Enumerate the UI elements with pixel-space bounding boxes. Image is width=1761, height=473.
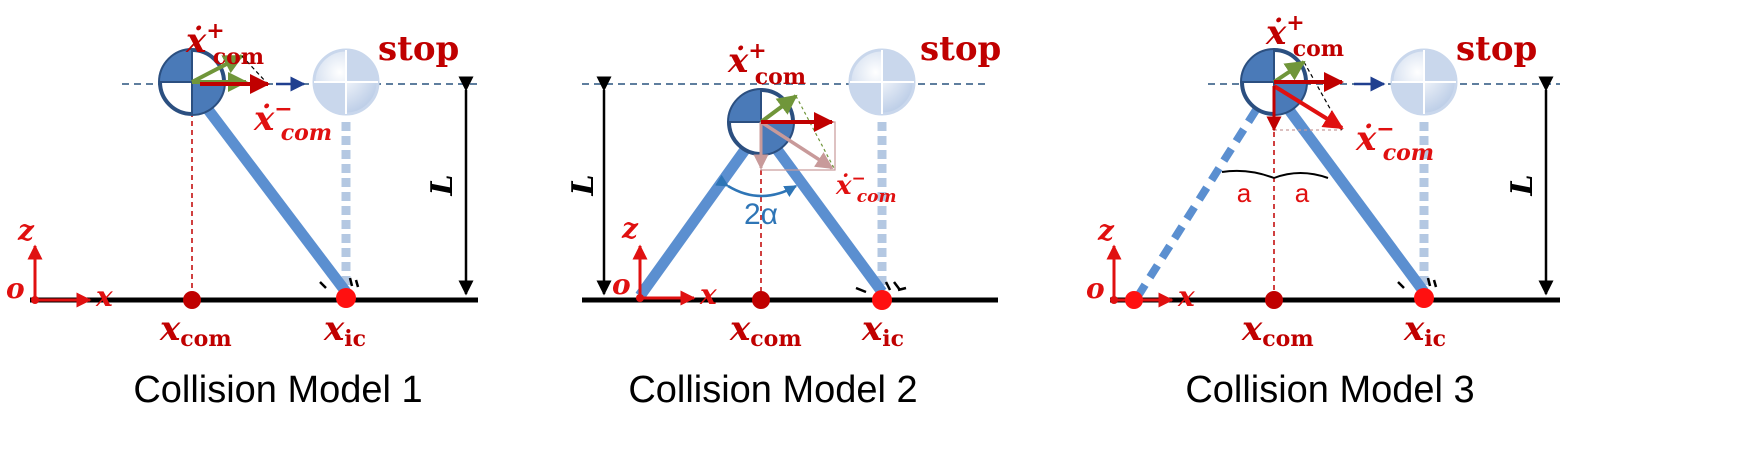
panel-caption: Collision Model 2	[628, 369, 917, 411]
ghost-mass-stop	[848, 48, 916, 116]
length-label: L	[566, 174, 601, 196]
com-ground-point	[752, 291, 770, 309]
length-label: L	[1505, 174, 1540, 196]
x-ic-label: xic	[323, 309, 366, 352]
angle-left-label: a	[1237, 178, 1252, 208]
axis-x-label: x	[699, 278, 717, 311]
axis-x-label: x	[1177, 280, 1195, 313]
impact-marks	[319, 277, 360, 289]
trailing-leg	[635, 136, 757, 300]
stance-leg	[1273, 91, 1429, 296]
velocity-minus-label: ẋ−com	[253, 96, 332, 146]
x-ic-label: xic	[861, 309, 904, 352]
axis-x-label: x	[95, 280, 113, 313]
velocity-plus-label: ẋ+com	[185, 18, 264, 70]
com-ground-point	[1265, 291, 1283, 309]
velocity-after-arrow	[760, 120, 834, 170]
swing-leg-dashed	[1134, 107, 1260, 299]
origin-point	[31, 296, 39, 304]
angle-arc	[715, 174, 798, 198]
origin-point	[636, 294, 644, 302]
velocity-before-arrow	[191, 54, 244, 84]
panel-collision-model-1: L ẋ+com	[6, 18, 478, 411]
angle-arc-left	[1221, 169, 1275, 179]
x-com-label: xcom	[1241, 309, 1314, 352]
ghost-mass-stop	[312, 48, 380, 116]
impact-point	[1414, 288, 1434, 308]
x-com-label: xcom	[159, 309, 232, 352]
x-com-label: xcom	[729, 309, 802, 352]
stop-label: stop	[1456, 29, 1537, 69]
swing-foot-point	[1125, 291, 1143, 309]
velocity-decomposition-dashed	[795, 95, 836, 171]
velocity-plus-label: ẋ+com	[1265, 10, 1344, 62]
impact-point	[336, 288, 356, 308]
velocity-minus-label: ẋ−com	[1355, 116, 1434, 166]
axis-z-label: z	[17, 214, 35, 247]
velocity-before-arrow	[1272, 60, 1306, 84]
axis-o-label: o	[1086, 272, 1105, 305]
angle-right-label: a	[1295, 178, 1310, 208]
angle-label: 2α	[744, 198, 778, 231]
axis-o-label: o	[612, 268, 631, 301]
impact-point	[872, 290, 892, 310]
origin-point	[1110, 296, 1118, 304]
impact-marks	[855, 281, 907, 294]
velocity-decomposition-dashed-2	[1303, 61, 1343, 131]
angle-arc-right	[1273, 172, 1329, 179]
ghost-mass-stop	[1390, 48, 1458, 116]
x-ic-label: xic	[1403, 309, 1446, 352]
axis-o-label: o	[6, 272, 25, 305]
velocity-after-arrow	[1272, 84, 1344, 130]
stance-leg	[192, 91, 351, 296]
panel-caption: Collision Model 3	[1185, 369, 1474, 411]
stop-label: stop	[920, 29, 1001, 69]
axis-z-label: z	[621, 212, 639, 245]
axis-z-label: z	[1097, 214, 1115, 247]
velocity-before-arrow	[759, 94, 798, 124]
impact-marks	[1397, 277, 1438, 289]
stop-label: stop	[378, 29, 459, 69]
panel-caption: Collision Model 1	[133, 369, 422, 411]
velocity-plus-label: ẋ+com	[727, 38, 806, 90]
leading-leg	[765, 136, 887, 296]
com-ground-point	[183, 291, 201, 309]
velocity-minus-label: ẋ−com	[835, 169, 896, 207]
panel-collision-model-3: L a a	[1086, 10, 1560, 411]
panel-collision-model-2: L 2α ẋ+com	[566, 29, 1001, 411]
length-label: L	[425, 174, 460, 196]
